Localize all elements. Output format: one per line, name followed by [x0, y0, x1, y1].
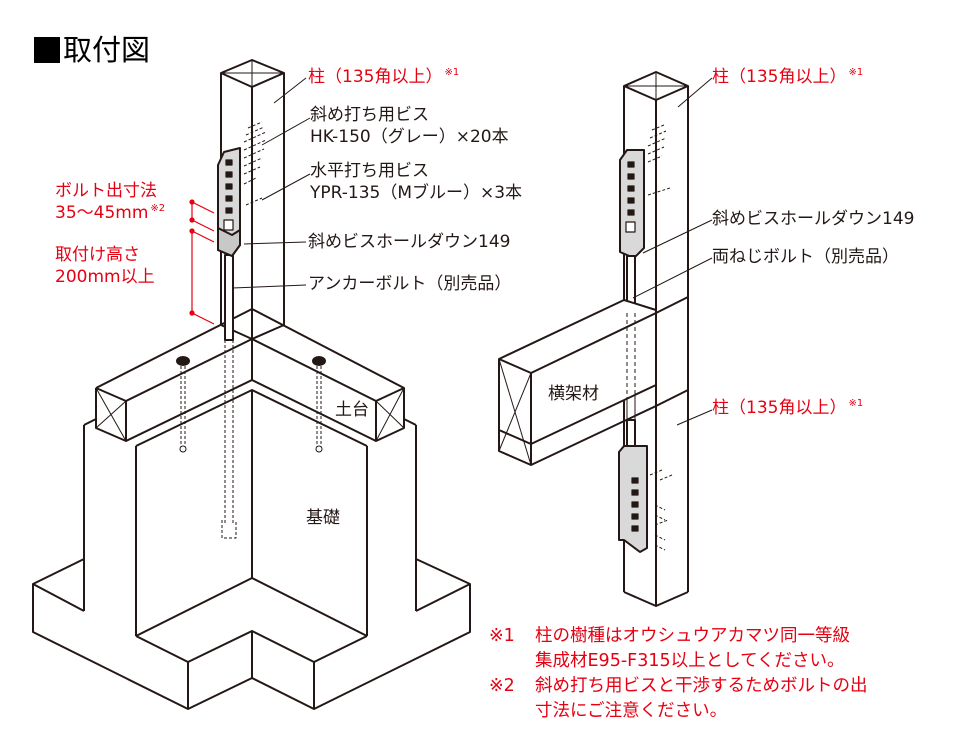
- label-anchor-bolt: アンカーボルト（別売品）: [308, 274, 512, 294]
- label-column-right-upper: 柱（135角以上）※1: [712, 67, 864, 87]
- footnotes: ※1 柱の樹種はオウシュウアカマツ同一等級 集成材E95-F315以上としてくだ…: [489, 624, 868, 724]
- right-column-drawing: [498, 71, 689, 607]
- label-double-bolt: 両ねじボルト（別売品）: [712, 247, 899, 267]
- label-column-left: 柱（135角以上）※1: [308, 67, 460, 87]
- label-mount-height: 取付け高さ 200mm以上: [55, 245, 155, 287]
- foundation-drawing: [32, 308, 471, 710]
- label-diagonal-screw: 斜め打ち用ビス HK-150（グレー）×20本: [310, 105, 509, 147]
- page-title: 取付図: [34, 32, 150, 68]
- label-beam: 横架材: [548, 384, 599, 404]
- black-square-icon: [34, 37, 60, 63]
- label-column-right-lower: 柱（135角以上）※1: [712, 398, 864, 418]
- left-column-drawing: [217, 59, 285, 341]
- label-holdown-left: 斜めビスホールダウン149: [308, 232, 511, 252]
- footnote-2: ※2 斜め打ち用ビスと干渉するためボルトの出 寸法にご注意ください。: [489, 676, 868, 721]
- footnote-1: ※1 柱の樹種はオウシュウアカマツ同一等級 集成材E95-F315以上としてくだ…: [489, 626, 850, 671]
- label-bolt-projection: ボルト出寸法 35〜45mm※2: [55, 181, 166, 223]
- dimension-marks: [189, 199, 215, 325]
- label-foundation: 基礎: [306, 508, 340, 528]
- leader-lines: [231, 77, 713, 426]
- label-horizontal-screw: 水平打ち用ビス YPR-135（Mブルー）×3本: [310, 161, 523, 203]
- label-holdown-right: 斜めビスホールダウン149: [712, 209, 915, 229]
- label-sill: 土台: [335, 400, 369, 420]
